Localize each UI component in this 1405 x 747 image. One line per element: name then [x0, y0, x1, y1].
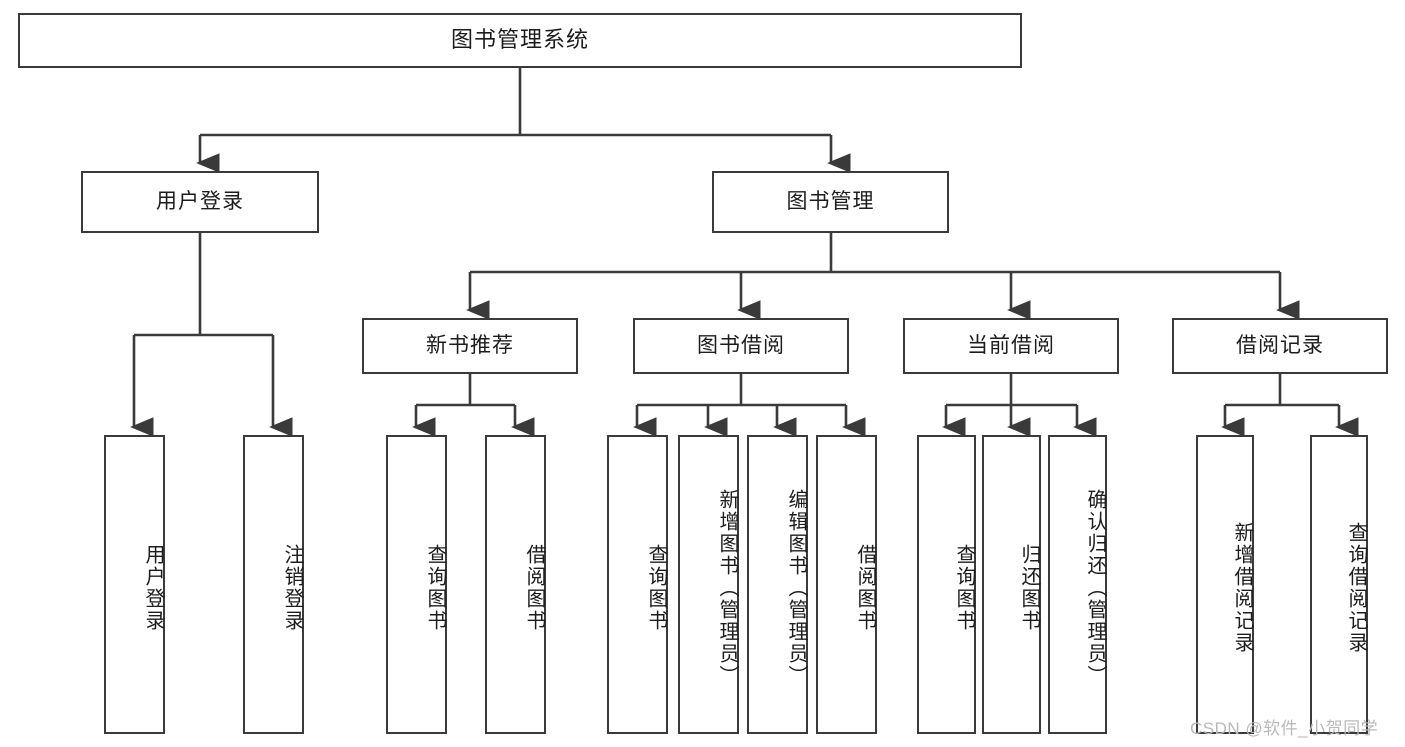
- leaf-borrow-book[interactable]: 借阅图书: [816, 435, 877, 734]
- leaf-confirm-return-admin[interactable]: 确认归还（管理员）: [1048, 435, 1107, 734]
- node-root[interactable]: 图书管理系统: [18, 13, 1022, 68]
- wire-group-borrow: [633, 374, 866, 437]
- wire-group-new-books: [412, 374, 535, 437]
- wire-group-current-borrow: [942, 374, 1097, 437]
- wire-group-root: [196, 68, 851, 173]
- node-book-borrow[interactable]: 图书借阅: [633, 318, 849, 374]
- leaf-return-book[interactable]: 归还图书: [982, 435, 1041, 734]
- leaf-query-books-new[interactable]: 查询图书: [386, 435, 447, 734]
- leaf-edit-book-admin[interactable]: 编辑图书（管理员）: [747, 435, 808, 734]
- wire-group-borrow-records: [1221, 374, 1359, 437]
- leaf-user-login[interactable]: 用户登录: [104, 435, 165, 734]
- node-book-management[interactable]: 图书管理: [712, 171, 949, 233]
- wire-group-book-mgmt: [466, 233, 1300, 320]
- leaf-query-books-borrow[interactable]: 查询图书: [607, 435, 668, 734]
- node-user-login[interactable]: 用户登录: [81, 171, 319, 233]
- leaf-add-book-admin[interactable]: 新增图书（管理员）: [678, 435, 739, 734]
- leaf-query-books-current[interactable]: 查询图书: [917, 435, 976, 734]
- node-current-borrow[interactable]: 当前借阅: [903, 318, 1119, 374]
- node-new-book-recommend[interactable]: 新书推荐: [362, 318, 578, 374]
- leaf-query-borrow-record[interactable]: 查询借阅记录: [1310, 435, 1368, 734]
- leaf-borrow-books-new[interactable]: 借阅图书: [485, 435, 546, 734]
- leaf-user-logout[interactable]: 注销登录: [243, 435, 304, 734]
- leaf-add-borrow-record[interactable]: 新增借阅记录: [1196, 435, 1254, 734]
- wire-group-user-login: [130, 233, 293, 437]
- csdn-watermark: CSDN @软件_小贺同学: [1190, 719, 1379, 738]
- node-borrow-record[interactable]: 借阅记录: [1172, 318, 1388, 374]
